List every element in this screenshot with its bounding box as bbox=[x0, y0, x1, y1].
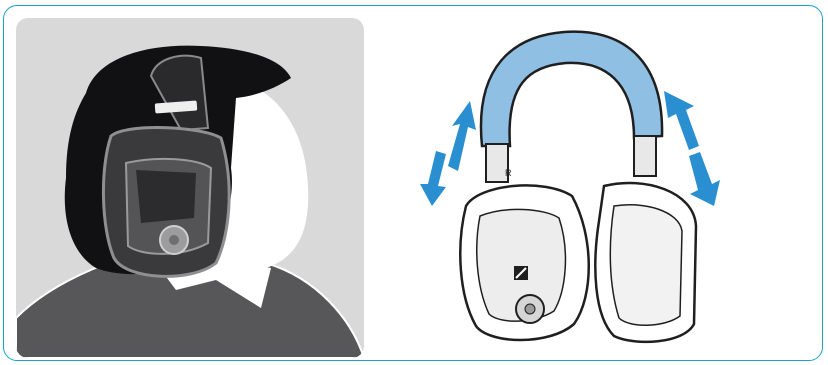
arrow-down-icon bbox=[689, 152, 720, 206]
earcup-window-shape bbox=[136, 170, 196, 223]
illustration-frame: R bbox=[3, 5, 823, 361]
person-illustration bbox=[16, 18, 364, 358]
slider-right-shape bbox=[634, 136, 656, 176]
earcup-back-cushion-shape bbox=[610, 205, 682, 326]
arrow-up-icon bbox=[448, 101, 476, 171]
headset-worn-panel bbox=[16, 18, 364, 358]
arrow-up-icon bbox=[664, 91, 699, 150]
earcup-side-label: R bbox=[505, 168, 512, 178]
headset-adjust-panel: R bbox=[394, 6, 823, 361]
headband-shape bbox=[481, 32, 662, 146]
arrow-down-icon bbox=[420, 151, 446, 206]
headset-illustration: R bbox=[394, 6, 823, 361]
